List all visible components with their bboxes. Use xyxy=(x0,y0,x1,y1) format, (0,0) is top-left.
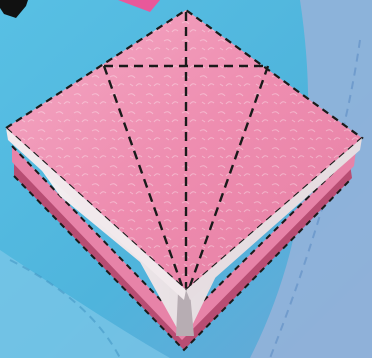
diagram-canvas xyxy=(0,0,372,358)
origami-diagram xyxy=(0,0,372,358)
